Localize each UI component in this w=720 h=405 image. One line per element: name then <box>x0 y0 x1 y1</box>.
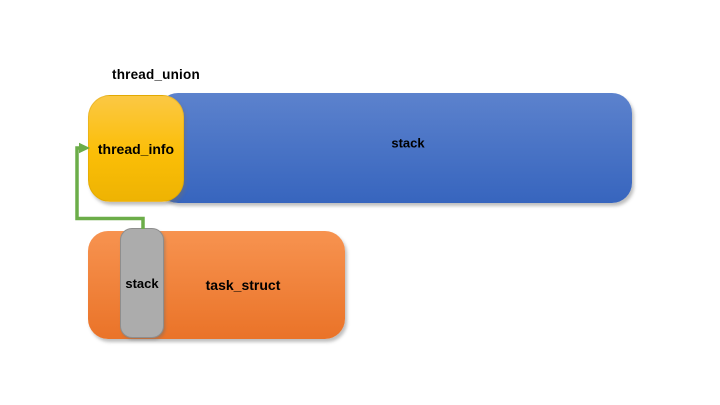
task-struct-label: task_struct <box>205 277 281 293</box>
thread-info-box: thread_info <box>88 95 184 202</box>
task-stack-label: stack <box>125 275 159 291</box>
thread-info-label: thread_info <box>97 140 175 157</box>
stack-label: stack <box>391 135 425 151</box>
task-stack-field-box: stack <box>120 228 164 338</box>
thread-union-title: thread_union <box>112 67 200 82</box>
stack-box: stack <box>158 93 632 203</box>
